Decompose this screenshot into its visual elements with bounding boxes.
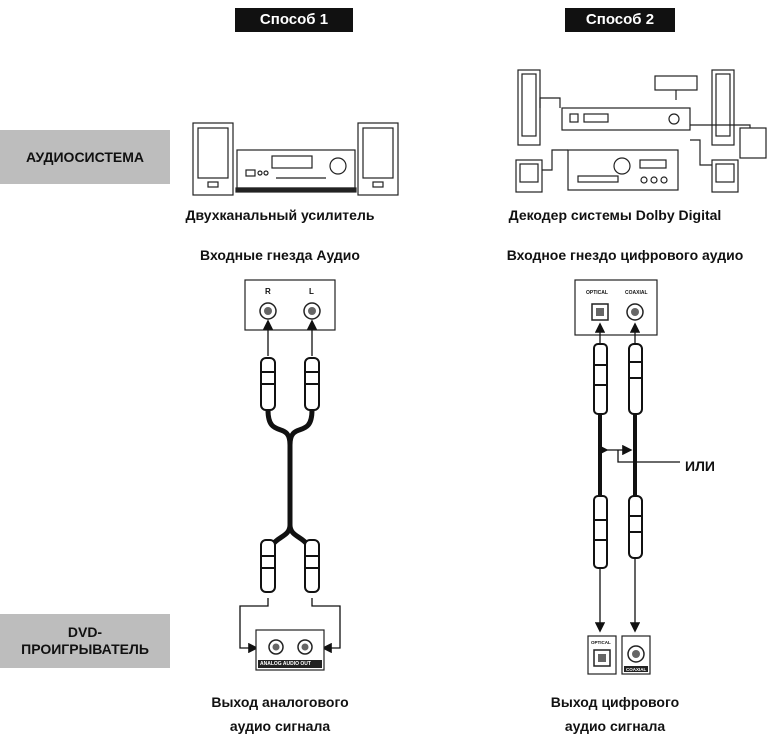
two-channel-amp-illustration [192, 122, 399, 196]
dolby-decoder-caption: Декодер системы Dolby Digital [508, 207, 722, 223]
optical-output-label: OPTICAL [591, 640, 611, 645]
audio-system-label: АУДИОСИСТЕМА [0, 130, 170, 184]
digital-output-panels [587, 635, 651, 675]
digital-cables [593, 322, 680, 633]
two-channel-amp-caption: Двухканальный усилитель [185, 207, 375, 223]
audio-input-jacks-caption: Входные гнезда Аудио [200, 247, 360, 263]
audio-system-text: АУДИОСИСТЕМА [25, 148, 145, 165]
digital-output-caption-line2: аудио сигнала [564, 718, 666, 734]
analog-output-caption-line2: аудио сигнала [229, 718, 331, 734]
method-1-header: Способ 1 [235, 8, 353, 32]
dvd-player-text-line2: ПРОИГРЫВАТЕЛЬ [21, 641, 149, 657]
analog-output-panel [255, 629, 325, 671]
analog-rca-cable [239, 319, 341, 654]
dolby-decoder-illustration [515, 69, 767, 193]
optical-input-label: OPTICAL [586, 290, 608, 296]
digital-output-caption-line1: Выход цифрового [550, 694, 680, 710]
or-label: ИЛИ [685, 458, 715, 474]
analog-input-panel [244, 279, 336, 331]
jack-r-label: R [265, 287, 271, 296]
jack-l-label: L [309, 287, 314, 296]
coaxial-output-label: COAXIAL [626, 667, 647, 672]
digital-input-panel [574, 279, 658, 336]
coaxial-input-label: COAXIAL [625, 290, 648, 296]
method-2-header: Способ 2 [565, 8, 675, 32]
dvd-player-text-line1: DVD- [67, 624, 103, 640]
analog-audio-out-label: ANALOG AUDIO OUT [260, 661, 311, 667]
analog-output-caption-line1: Выход аналогового [211, 694, 349, 710]
digital-input-jack-caption: Входное гнездо цифрового аудио [506, 247, 744, 263]
dvd-player-label: DVD- ПРОИГРЫВАТЕЛЬ [0, 614, 170, 668]
